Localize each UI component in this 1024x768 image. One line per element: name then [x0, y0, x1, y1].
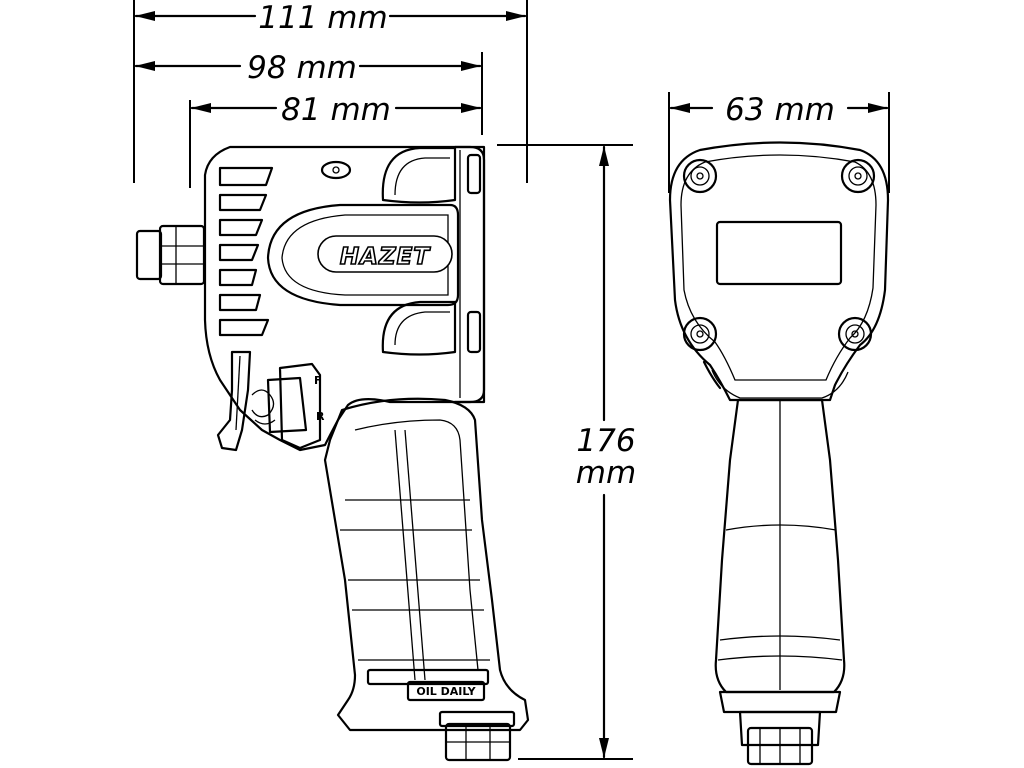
rear-base	[718, 690, 842, 714]
dimension-lines: 111 mm 98 mm 81 mm 63 mm 176 mm	[133, 0, 890, 760]
rear-tab-top	[466, 153, 482, 195]
rear-tab-bottom	[466, 310, 482, 354]
direction-switch	[251, 362, 322, 450]
dim-body-length: 98 mm	[247, 50, 357, 86]
square-drive	[135, 224, 206, 286]
air-inlet	[438, 710, 516, 762]
rear-bolts	[682, 158, 876, 352]
dim-height-value: 176	[576, 423, 635, 459]
rear-cap	[453, 145, 486, 404]
dim-overall-length: 111 mm	[258, 0, 387, 36]
dim-height-unit: mm	[576, 455, 636, 491]
reverse-mark: R	[316, 410, 325, 423]
rear-switch	[702, 360, 722, 390]
rear-head-outline	[668, 141, 890, 402]
oil-daily-label: OIL DAILY	[416, 685, 476, 698]
logo-oval	[266, 203, 460, 307]
handle-outline	[323, 397, 530, 732]
forward-mark: F	[314, 374, 322, 387]
oil-plate	[366, 668, 490, 686]
lower-pad	[381, 300, 457, 356]
vent-slots	[218, 166, 274, 337]
oil-label-box	[406, 680, 486, 702]
upper-pad	[381, 146, 457, 204]
side-view: HAZET F R OIL DAILY	[135, 145, 530, 762]
rear-window	[715, 220, 843, 286]
rear-view	[668, 141, 890, 766]
trigger	[216, 350, 252, 452]
rear-inlet-collar	[738, 710, 822, 747]
dim-head-length: 81 mm	[281, 92, 391, 128]
dim-width: 63 mm	[725, 92, 835, 128]
brand-logo: HAZET	[340, 244, 431, 270]
logo-badge	[317, 235, 453, 273]
top-screw	[320, 160, 352, 180]
